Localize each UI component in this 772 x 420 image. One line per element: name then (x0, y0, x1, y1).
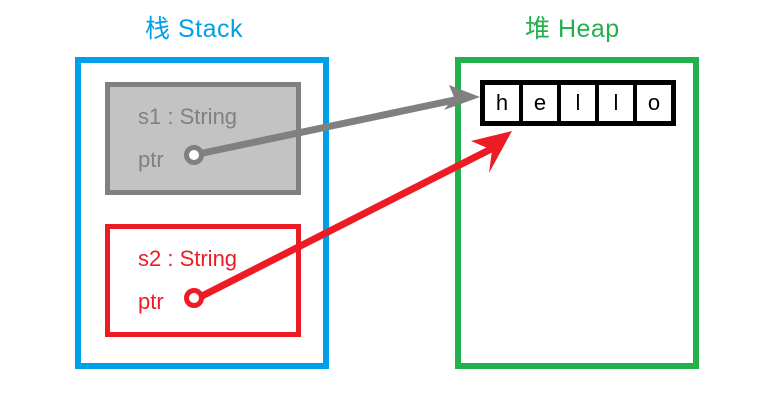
heap-char-cell: l (599, 85, 633, 121)
heap-char-cell: o (637, 85, 671, 121)
stack-variable-s1: s1 : String ptr (105, 82, 301, 195)
s2-title: s2 : String (138, 246, 238, 271)
s1-pointer-dot-icon (184, 145, 204, 165)
s2-ptr-label: ptr (138, 289, 164, 314)
s1-title: s1 : String (138, 104, 238, 129)
stack-title: 栈 Stack (145, 15, 243, 43)
s2-pointer-dot-icon (184, 288, 204, 308)
heap-char-cell: e (523, 85, 557, 121)
heap-title: 堆 Heap (525, 15, 620, 43)
s1-ptr-label: ptr (138, 147, 164, 172)
heap-char-cell: h (485, 85, 519, 121)
heap-char-cell: l (561, 85, 595, 121)
stack-variable-s2: s2 : String ptr (105, 224, 301, 337)
